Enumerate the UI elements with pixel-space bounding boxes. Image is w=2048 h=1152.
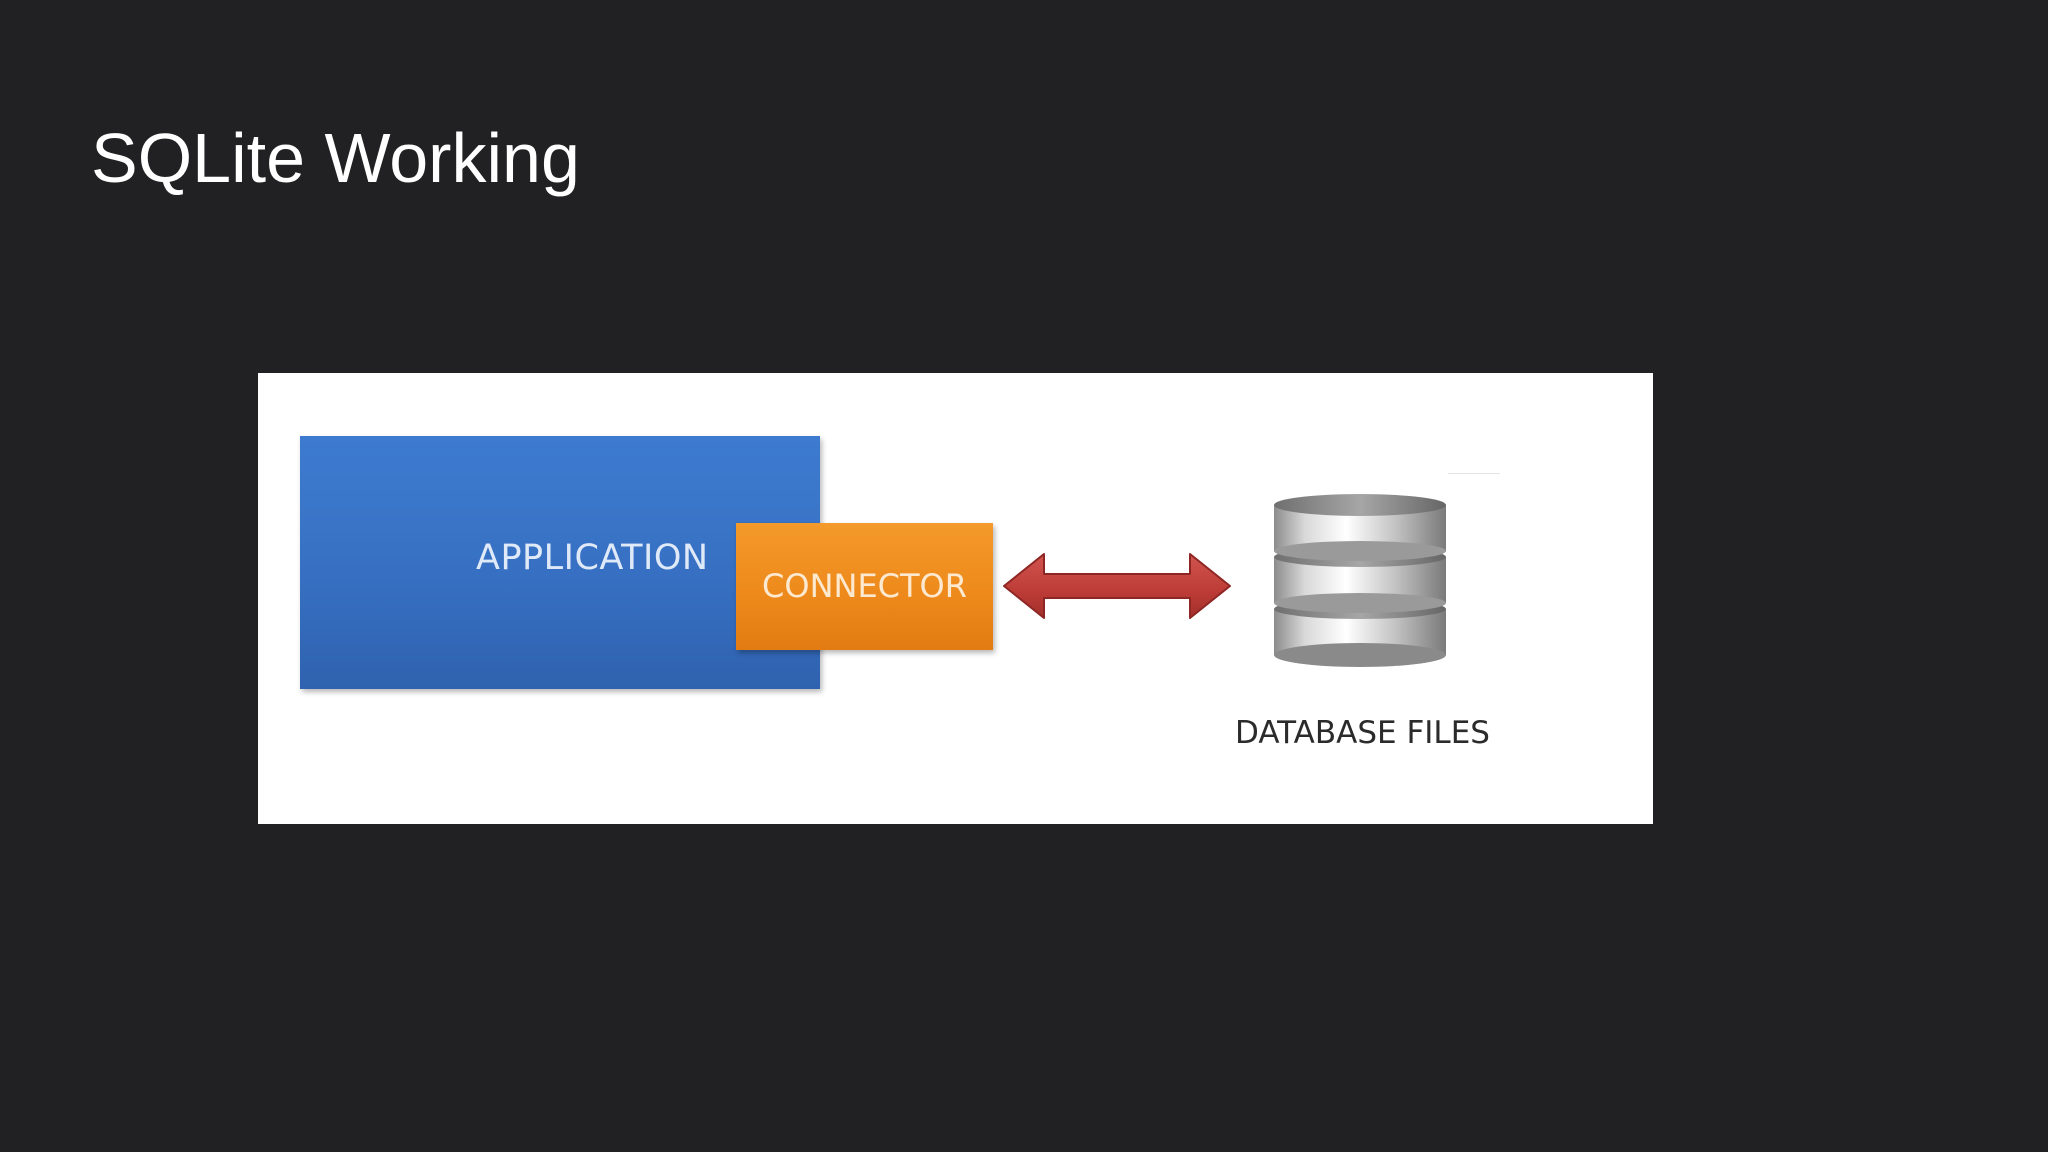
application-label: APPLICATION bbox=[476, 538, 709, 578]
slide-title: SQLite Working bbox=[91, 119, 580, 197]
diagram-panel: APPLICATION CONNECTOR bbox=[258, 373, 1653, 824]
divider bbox=[1448, 473, 1500, 474]
application-box: APPLICATION bbox=[300, 436, 820, 689]
database-icon bbox=[1274, 494, 1446, 667]
double-arrow-icon bbox=[1003, 553, 1231, 619]
connector-label: CONNECTOR bbox=[762, 567, 967, 605]
connector-box: CONNECTOR bbox=[736, 523, 993, 650]
database-label: DATABASE FILES bbox=[1235, 715, 1490, 751]
